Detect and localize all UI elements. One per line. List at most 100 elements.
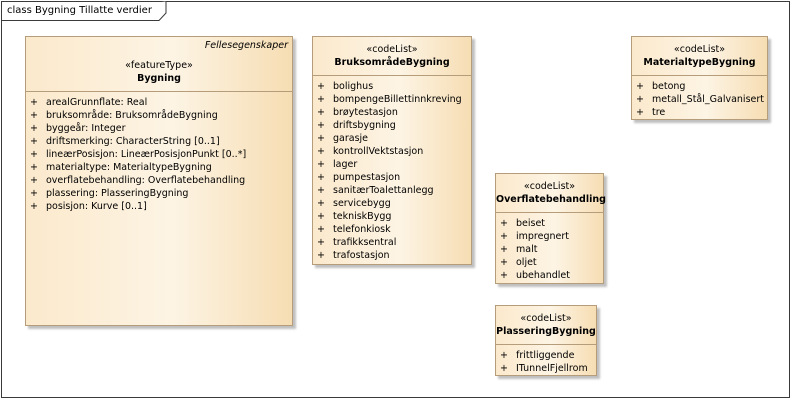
class-header: «codeList» PlasseringBygning [496,306,596,345]
attribute-row[interactable]: +lager [313,158,471,171]
visibility-marker: + [500,244,508,255]
attribute-row[interactable]: + bolighus [313,80,471,93]
attribute-text: malt [516,244,538,255]
attribute-list: + betong + metall_Stål_Galvanisert + tre [632,76,767,119]
visibility-marker: + [30,123,38,134]
attribute-text: lager [333,159,358,170]
class-stereotype: «codeList» [523,181,576,192]
attribute-row[interactable]: +arealGrunnflate: Real [26,96,292,109]
class-name: BruksområdeBygning [334,57,450,68]
attribute-row[interactable]: +brøytestasjon [313,106,471,119]
visibility-marker: + [636,81,644,92]
attribute-text: tekniskBygg [333,211,392,222]
class-tag: Fellesegenskaper [204,40,288,51]
class-header: Fellesegenskaper «featureType» Bygning [26,37,292,92]
attribute-row[interactable]: +bompengeBillettinnkreving [313,93,471,106]
attribute-row[interactable]: +overflatebehandling: Overflatebehandlin… [26,174,292,187]
attribute-text: garasje [333,133,369,144]
attribute-row[interactable]: + tre [632,106,767,119]
attribute-row[interactable]: +garasje [313,132,471,145]
attribute-text: sanitærToalettanlegg [333,185,434,196]
visibility-marker: + [317,237,325,248]
visibility-marker: + [317,172,325,183]
visibility-marker: + [500,257,508,268]
attribute-text: bolighus [333,81,374,92]
attribute-text: oljet [516,257,537,268]
attribute-row[interactable]: + oljet [496,256,603,269]
visibility-marker: + [636,107,644,118]
attribute-text: metall_Stål_Galvanisert [652,94,764,105]
attribute-text: bompengeBillettinnkreving [333,94,462,105]
class-header: «codeList» Overflatebehandling [496,174,606,213]
attribute-row[interactable]: +byggeår: Integer [26,122,292,135]
attribute-row[interactable]: + malt [496,243,603,256]
attribute-row[interactable]: +kontrollVektstasjon [313,145,471,158]
frame-title: class Bygning Tillatte verdier [7,5,152,16]
attribute-row[interactable]: +trafikksentral [313,236,471,249]
attribute-text: ubehandlet [516,270,570,281]
attribute-row[interactable]: +materialtype: MaterialtypeBygning [26,161,292,174]
attribute-row[interactable]: + ITunnelFjellrom [496,362,596,375]
class-bygning[interactable]: Fellesegenskaper «featureType» Bygning +… [25,36,293,326]
attribute-row[interactable]: + metall_Stål_Galvanisert [632,93,767,106]
attribute-row[interactable]: + betong [632,80,767,93]
attribute-row[interactable]: + ubehandlet [496,269,603,282]
attribute-row[interactable]: + servicebygg [313,197,471,210]
attribute-list: +frittliggende+ ITunnelFjellrom [496,345,596,375]
visibility-marker: + [317,120,325,131]
class-plassering-bygning[interactable]: «codeList» PlasseringBygning +frittligge… [495,305,597,376]
class-header: «codeList» MaterialtypeBygning [632,37,767,76]
attribute-text: driftsbygning [333,120,396,131]
visibility-marker: + [30,149,38,160]
attribute-row[interactable]: +telefonkiosk [313,223,471,236]
class-bruksomrade-bygning[interactable]: «codeList» BruksområdeBygning +bolighus+… [312,36,472,265]
attribute-row[interactable]: +lineærPosisjon: LineærPosisjonPunkt [0.… [26,148,292,161]
attribute-row[interactable]: +plassering: PlasseringBygning [26,187,292,200]
attribute-row[interactable]: +sanitærToalettanlegg [313,184,471,197]
class-materialtype-bygning[interactable]: «codeList» MaterialtypeBygning + betong + m… [631,36,768,120]
attribute-text: driftsmerking: CharacterString [0..1] [46,136,220,147]
visibility-marker: + [30,110,38,121]
attribute-text: bruksområde: BruksområdeBygning [46,110,218,121]
attribute-row[interactable]: + bruksområde: BruksområdeBygning [26,109,292,122]
class-overflatebehandling[interactable]: «codeList» Overflatebehandling +beiset+i… [495,173,606,284]
visibility-marker: + [500,218,508,229]
attribute-list: +arealGrunnflate: Real+bruksområde: Bruk… [26,92,292,213]
visibility-marker: + [317,211,325,222]
visibility-marker: + [30,188,38,199]
attribute-text: arealGrunnflate: Real [46,97,148,108]
attribute-text: trafostasjon [333,250,390,261]
class-stereotype: «codeList» [366,44,418,55]
attribute-row[interactable]: + tekniskBygg [313,210,471,223]
class-stereotype: «featureType» [125,60,193,71]
attribute-text: kontrollVektstasjon [333,146,424,157]
attribute-text: tre [652,107,666,118]
frame-title-tab: class Bygning Tillatte verdier [1,1,167,21]
visibility-marker: + [317,224,325,235]
visibility-marker: + [317,81,325,92]
attribute-row[interactable]: +frittliggende [496,349,596,362]
attribute-row[interactable]: +driftsmerking: CharacterString [0..1] [26,135,292,148]
attribute-text: impregnert [516,231,569,242]
attribute-row[interactable]: +pumpestasjon [313,171,471,184]
attribute-text: overflatebehandling: Overflatebehandling [46,175,246,186]
visibility-marker: + [500,270,508,281]
attribute-text: ITunnelFjellrom [516,363,588,374]
attribute-text: servicebygg [333,198,391,209]
visibility-marker: + [317,198,325,209]
attribute-text: brøytestasjon [333,107,398,118]
visibility-marker: + [30,162,38,173]
attribute-text: betong [652,81,686,92]
attribute-list: +beiset+impregnert+malt+oljet+ubehandlet [496,213,603,282]
attribute-row[interactable]: +beiset [496,217,603,230]
visibility-marker: + [500,350,508,361]
attribute-row[interactable]: + driftsbygning [313,119,471,132]
attribute-row[interactable]: +impregnert [496,230,603,243]
visibility-marker: + [500,363,508,374]
attribute-row[interactable]: +trafostasjon [313,249,471,262]
class-name: PlasseringBygning [496,326,596,337]
visibility-marker: + [636,94,644,105]
visibility-marker: + [30,201,38,212]
attribute-row[interactable]: +posisjon: Kurve [0..1] [26,200,292,213]
